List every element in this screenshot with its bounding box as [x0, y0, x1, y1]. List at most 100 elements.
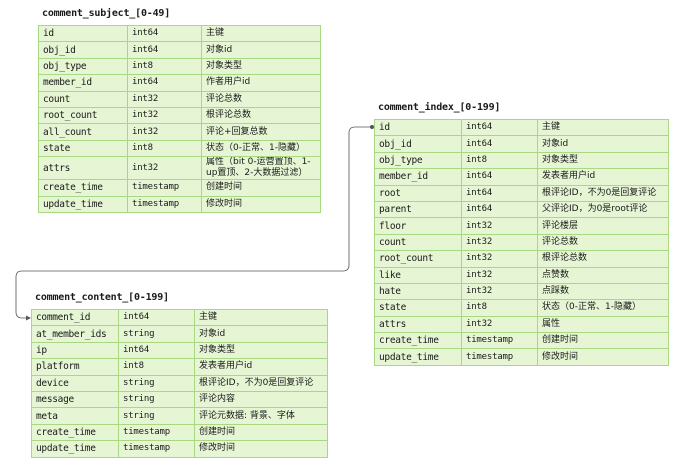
field-type-cell: int32 — [461, 266, 538, 284]
field-name-cell: like — [374, 266, 462, 284]
field-desc-cell: 属性（bit 0-运营置顶、1-up置顶、2-大数据过滤） — [201, 156, 321, 181]
field-desc-cell: 评论+回复总数 — [201, 123, 321, 141]
field-name-cell: update_time — [38, 195, 128, 213]
field-type-cell: int32 — [461, 217, 538, 235]
field-name-cell: attrs — [374, 315, 462, 334]
field-name-cell: hate — [374, 282, 462, 301]
field-type-cell: int64 — [461, 135, 538, 153]
field-name-cell: root — [374, 184, 462, 202]
field-name-cell: at_member_ids — [31, 325, 119, 343]
field-desc-cell: 父评论ID，为0是root评论 — [537, 200, 669, 219]
field-name-cell: id — [374, 118, 462, 137]
field-desc-cell: 主键 — [201, 24, 321, 43]
field-name-cell: ip — [31, 341, 119, 360]
field-desc-cell: 修改时间 — [201, 195, 321, 213]
comment-subject-title: comment_subject_[0-49] — [42, 8, 171, 19]
field-desc-cell: 评论元数据: 背景、字体 — [194, 407, 328, 425]
field-desc-cell: 修改时间 — [537, 348, 669, 366]
field-name-cell: create_time — [38, 179, 128, 197]
comment-content-title: comment_content_[0-199] — [35, 292, 169, 303]
field-name-cell: member_id — [38, 74, 128, 92]
field-type-cell: int32 — [461, 233, 538, 252]
field-desc-cell: 发表者用户id — [537, 168, 669, 186]
field-type-cell: string — [118, 374, 195, 392]
field-type-cell: timestamp — [461, 332, 538, 350]
field-desc-cell: 创建时间 — [537, 332, 669, 350]
field-type-cell: string — [118, 390, 195, 409]
field-desc-cell: 点踩数 — [537, 282, 669, 301]
field-desc-cell: 对象类型 — [194, 341, 328, 360]
field-name-cell: member_id — [374, 168, 462, 186]
field-type-cell: int64 — [461, 118, 538, 137]
field-type-cell: timestamp — [118, 440, 195, 458]
field-type-cell: timestamp — [127, 179, 202, 197]
field-desc-cell: 评论楼层 — [537, 217, 669, 235]
field-type-cell: int32 — [461, 315, 538, 334]
field-desc-cell: 评论内容 — [194, 390, 328, 409]
field-type-cell: string — [118, 407, 195, 425]
field-name-cell: floor — [374, 217, 462, 235]
field-type-cell: int64 — [118, 308, 195, 327]
field-type-cell: int32 — [127, 156, 202, 181]
field-name-cell: id — [38, 24, 128, 43]
field-name-cell: obj_id — [374, 135, 462, 153]
field-desc-cell: 主键 — [194, 308, 328, 327]
field-name-cell: state — [38, 139, 128, 158]
field-name-cell: comment_id — [31, 308, 119, 327]
field-name-cell: create_time — [31, 423, 119, 442]
field-desc-cell: 主键 — [537, 118, 669, 137]
field-name-cell: count — [374, 233, 462, 252]
field-type-cell: int64 — [127, 24, 202, 43]
field-desc-cell: 对象类型 — [201, 57, 321, 76]
field-desc-cell: 发表者用户id — [194, 358, 328, 376]
field-desc-cell: 对象类型 — [537, 151, 669, 170]
field-name-cell: meta — [31, 407, 119, 425]
field-name-cell: update_time — [374, 348, 462, 366]
field-name-cell: attrs — [38, 156, 128, 181]
field-desc-cell: 作者用户id — [201, 74, 321, 92]
field-desc-cell: 评论总数 — [201, 90, 321, 108]
field-name-cell: platform — [31, 358, 119, 376]
field-name-cell: message — [31, 390, 119, 409]
field-desc-cell: 修改时间 — [194, 440, 328, 458]
field-desc-cell: 创建时间 — [201, 179, 321, 197]
field-type-cell: int64 — [461, 168, 538, 186]
field-type-cell: string — [118, 325, 195, 343]
field-type-cell: int8 — [461, 151, 538, 170]
field-type-cell: timestamp — [461, 348, 538, 366]
field-desc-cell: 状态（0-正常、1-隐藏） — [201, 139, 321, 158]
field-name-cell: state — [374, 299, 462, 317]
field-name-cell: parent — [374, 200, 462, 219]
field-type-cell: int64 — [127, 74, 202, 92]
field-type-cell: int64 — [127, 41, 202, 59]
field-type-cell: int32 — [127, 106, 202, 125]
comment-index-title: comment_index_[0-199] — [378, 102, 501, 113]
field-desc-cell: 根评论ID，不为0是回复评论 — [537, 184, 669, 202]
